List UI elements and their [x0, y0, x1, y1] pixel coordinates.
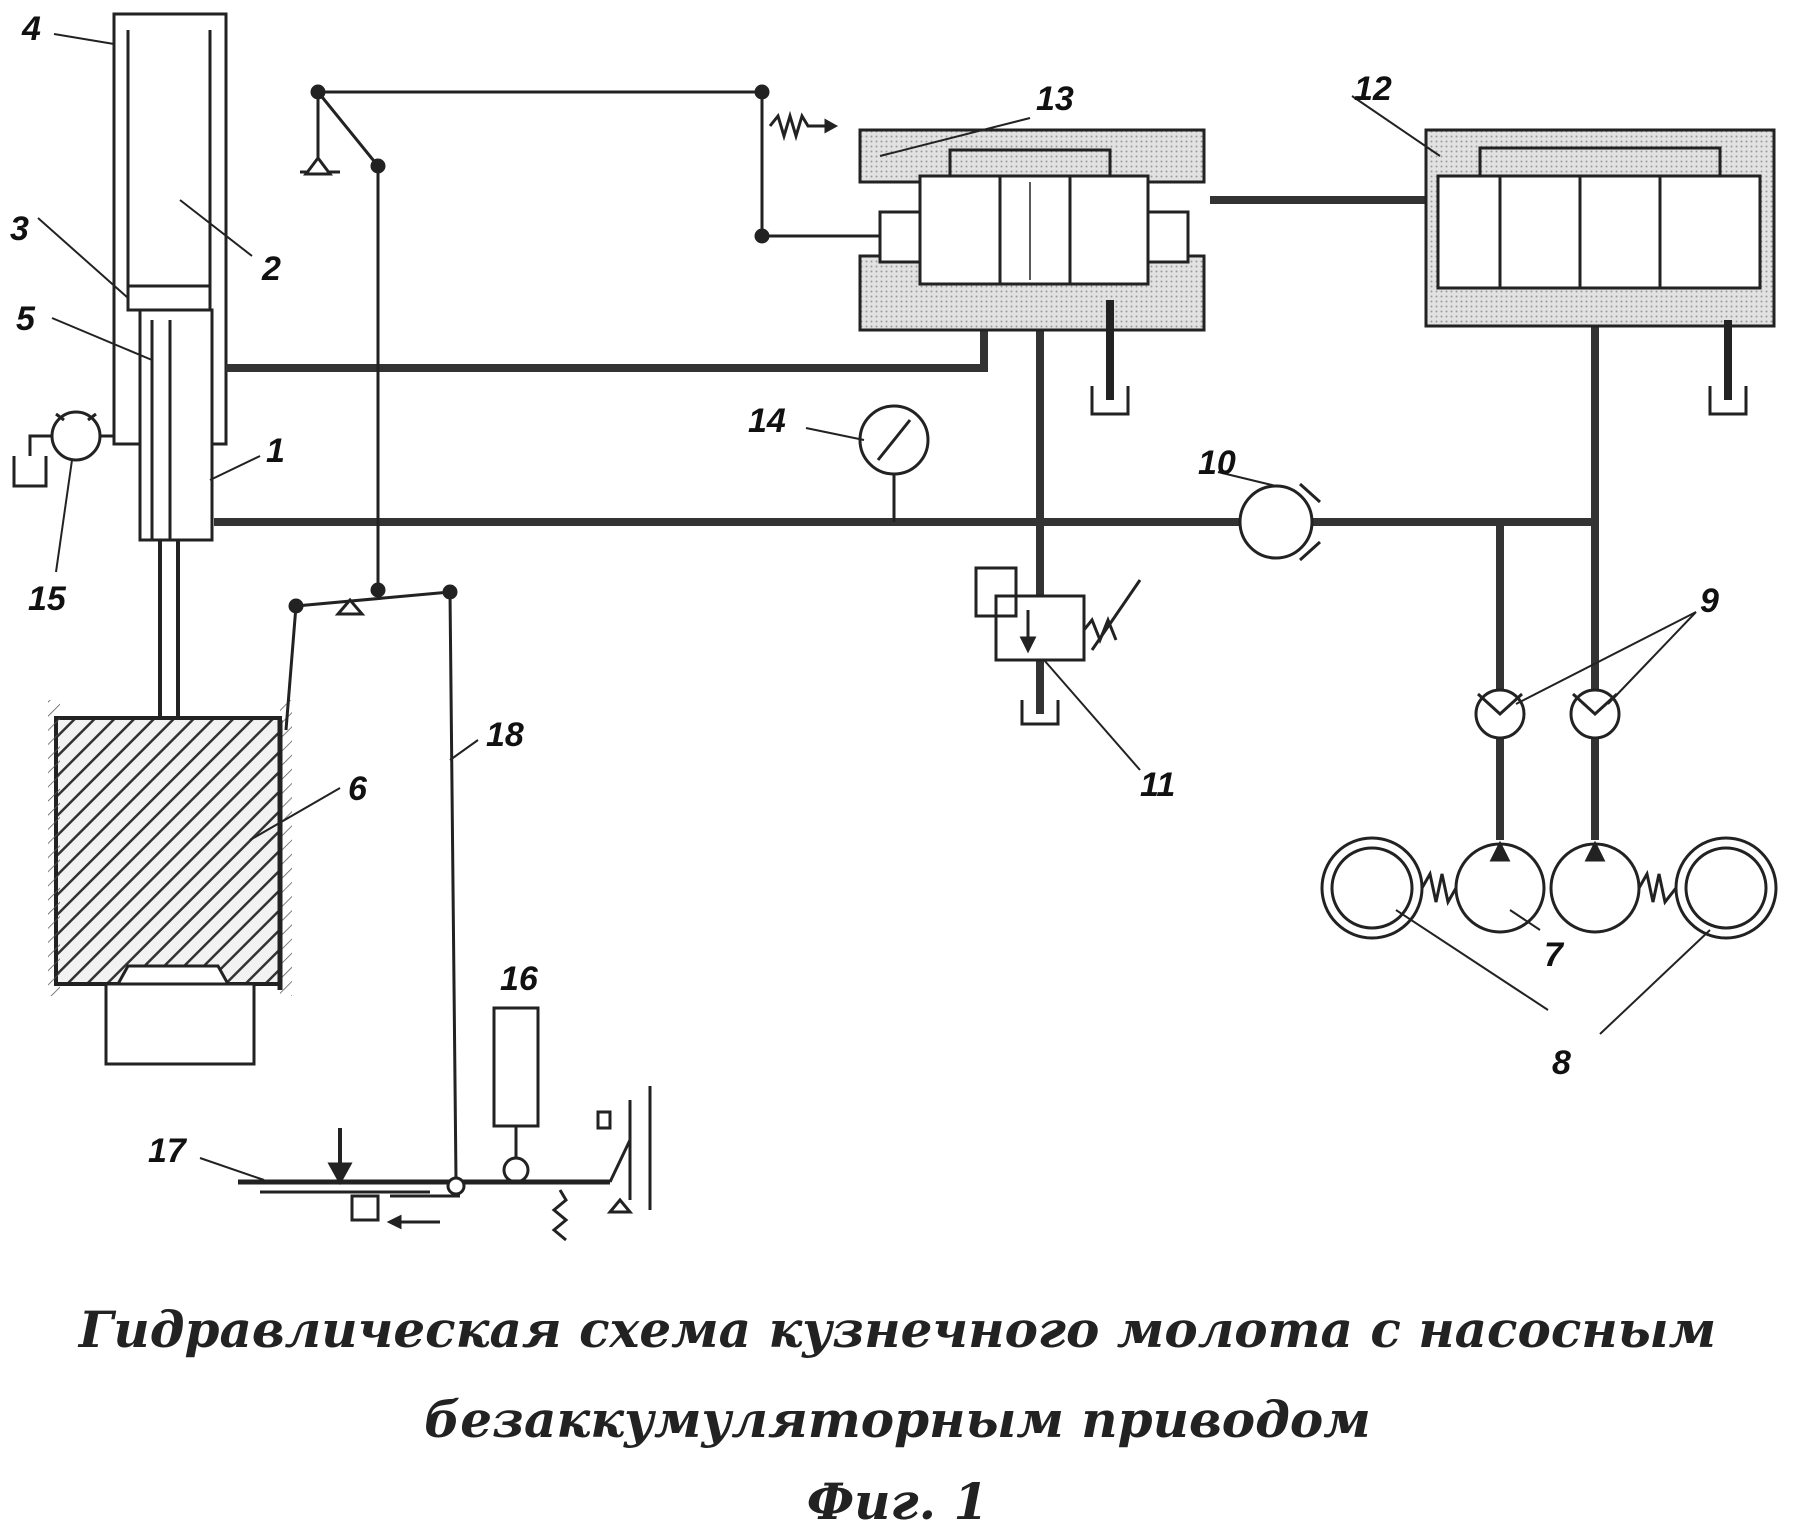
label-15: 15	[28, 580, 67, 618]
relief-valve-11	[974, 566, 1142, 726]
pressure-gauge-14	[858, 404, 930, 522]
label-18: 18	[486, 716, 524, 754]
check-valve-15	[12, 410, 114, 488]
label-4: 4	[21, 10, 41, 48]
pedal-assembly-17	[238, 1086, 652, 1242]
label-16: 16	[500, 960, 539, 998]
pipelines	[214, 196, 1599, 840]
caption-title-line-1: Гидравлическая схема кузнечного молота с…	[78, 1300, 1717, 1359]
distributor-13	[858, 128, 1206, 416]
leader-lines	[37, 33, 1711, 1181]
label-11: 11	[1140, 766, 1175, 804]
label-13: 13	[1036, 80, 1074, 118]
label-6: 6	[348, 770, 368, 808]
piston	[126, 284, 212, 312]
caption-title-line-2: безаккумуляторным приводом	[424, 1390, 1371, 1449]
check-valve-10	[1238, 482, 1322, 562]
label-17: 17	[148, 1132, 188, 1170]
label-2: 2	[261, 250, 281, 288]
pumps-7	[1454, 840, 1641, 934]
check-valves-9	[1474, 688, 1621, 740]
distributor-12	[1424, 128, 1776, 416]
ram-block	[48, 700, 292, 1066]
cylinder-16	[492, 1006, 540, 1184]
label-14: 14	[748, 402, 786, 440]
figure-label: Фиг. 1	[806, 1472, 989, 1531]
hydraulic-cylinder	[112, 12, 228, 718]
component-labels: 4 2 3 5 1 15 6 18 16 17 13 12 14 10 11 9…	[10, 10, 1719, 1170]
label-8: 8	[1552, 1044, 1571, 1082]
linkage	[284, 84, 942, 1181]
label-1: 1	[266, 432, 285, 470]
label-10: 10	[1198, 444, 1236, 482]
label-3: 3	[10, 210, 29, 248]
label-7: 7	[1544, 936, 1565, 974]
hydraulic-scheme: 4 2 3 5 1 15 6 18 16 17 13 12 14 10 11 9…	[10, 10, 1778, 1242]
label-12: 12	[1354, 70, 1392, 108]
label-5: 5	[16, 300, 36, 338]
label-9: 9	[1700, 582, 1719, 620]
motors-8	[1320, 836, 1778, 940]
